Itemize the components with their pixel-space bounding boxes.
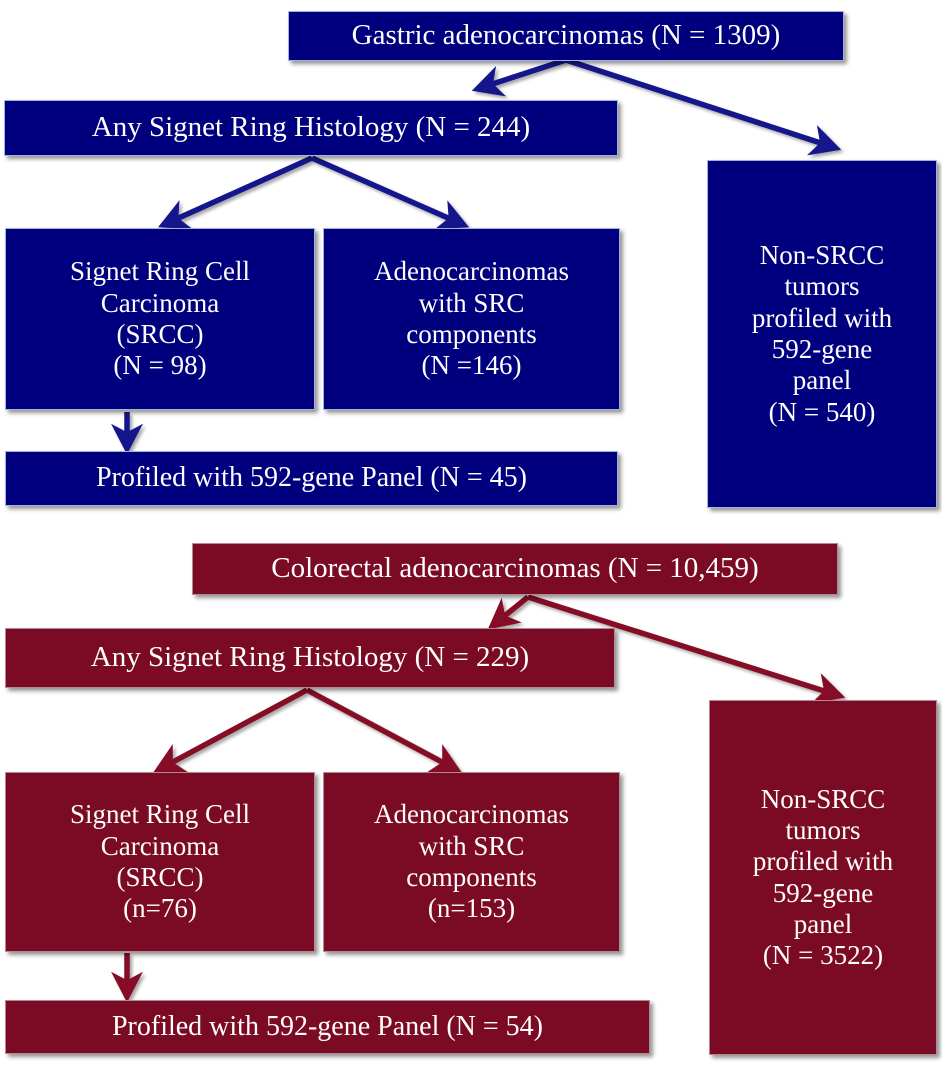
node-colorectal-any-signet-ring-histology[interactable]: Any Signet Ring Histology (N = 229) <box>5 628 615 688</box>
node-colorectal-adenocarcinomas-label: Colorectal adenocarcinomas (N = 10,459) <box>271 552 759 585</box>
node-colorectal-signet-ring-cell-carcinoma-label: Signet Ring Cell Carcinoma (SRCC) (n=76) <box>69 799 250 924</box>
node-gastric-profiled-592-gene-panel-label: Profiled with 592-gene Panel (N = 45) <box>95 462 528 494</box>
node-colorectal-profiled-592-gene-panel-label: Profiled with 592-gene Panel (N = 54) <box>111 1010 544 1042</box>
node-gastric-signet-ring-cell-carcinoma[interactable]: Signet Ring Cell Carcinoma (SRCC) (N = 9… <box>5 228 315 410</box>
node-gastric-adenocarcinomas-with-src-components-label: Adenocarcinomas with SRC components (N =… <box>374 256 569 381</box>
node-gastric-adenocarcinomas[interactable]: Gastric adenocarcinomas (N = 1309) <box>288 11 844 61</box>
arrow-crc-root-to-signet <box>487 594 530 630</box>
node-gastric-any-signet-ring-histology-label: Any Signet Ring Histology (N = 244) <box>91 111 531 144</box>
node-gastric-signet-ring-cell-carcinoma-label: Signet Ring Cell Carcinoma (SRCC) (N = 9… <box>69 256 250 381</box>
node-colorectal-profiled-592-gene-panel[interactable]: Profiled with 592-gene Panel (N = 54) <box>5 1000 650 1054</box>
node-colorectal-adenocarcinomas[interactable]: Colorectal adenocarcinomas (N = 10,459) <box>192 543 838 595</box>
arrow-gastric-root-to-signet <box>471 57 567 97</box>
node-gastric-non-srcc-tumors-profiled-label: Non-SRCC tumors profiled with 592-gene p… <box>751 240 893 427</box>
arrow-gastric-signet-to-src-components <box>310 155 470 230</box>
node-colorectal-signet-ring-cell-carcinoma[interactable]: Signet Ring Cell Carcinoma (SRCC) (n=76) <box>5 772 315 952</box>
arrow-gastric-signet-to-srcc <box>157 155 314 230</box>
node-colorectal-non-srcc-tumors-profiled[interactable]: Non-SRCC tumors profiled with 592-gene p… <box>709 700 937 1055</box>
arrow-crc-signet-to-src-components <box>305 687 462 773</box>
node-colorectal-non-srcc-tumors-profiled-label: Non-SRCC tumors profiled with 592-gene p… <box>752 783 894 971</box>
node-colorectal-adenocarcinomas-with-src-components[interactable]: Adenocarcinomas with SRC components (n=1… <box>323 772 620 952</box>
node-gastric-profiled-592-gene-panel[interactable]: Profiled with 592-gene Panel (N = 45) <box>5 451 618 506</box>
node-colorectal-adenocarcinomas-with-src-components-label: Adenocarcinomas with SRC components (n=1… <box>374 799 569 924</box>
node-gastric-adenocarcinomas-label: Gastric adenocarcinomas (N = 1309) <box>351 19 781 52</box>
node-gastric-any-signet-ring-histology[interactable]: Any Signet Ring Histology (N = 244) <box>4 100 618 156</box>
node-gastric-non-srcc-tumors-profiled[interactable]: Non-SRCC tumors profiled with 592-gene p… <box>707 160 937 508</box>
node-gastric-adenocarcinomas-with-src-components[interactable]: Adenocarcinomas with SRC components (N =… <box>323 228 620 410</box>
arrow-crc-signet-to-srcc <box>153 687 309 773</box>
node-colorectal-any-signet-ring-histology-label: Any Signet Ring Histology (N = 229) <box>90 641 530 674</box>
